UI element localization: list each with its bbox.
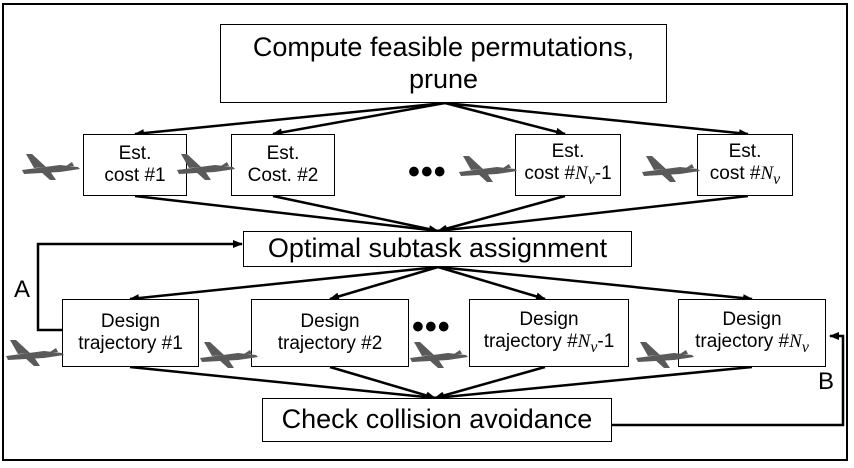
est-cost-3-line1: Est.: [551, 141, 585, 163]
ellipsis-design-row: •••: [412, 308, 451, 346]
aircraft-icon: [459, 156, 517, 182]
arrow-cost3-assign: [437, 194, 566, 233]
aircraft-icon: [6, 340, 64, 366]
arrow-design1-collision: [129, 365, 436, 402]
est-cost-4-line1: Est.: [728, 141, 762, 163]
loop-label-b: B: [818, 368, 835, 395]
arrow-cost1-assign: [134, 194, 439, 234]
compute-permutations-line2: prune: [408, 63, 479, 94]
design-1-line2: trajectory #1: [78, 333, 183, 354]
est-cost-1-line2: cost #1: [104, 165, 166, 186]
arrow-cost2-assign: [272, 194, 439, 234]
est-cost-box-1: Est. cost #1: [83, 134, 187, 196]
design-2-line2: trajectory #2: [277, 333, 383, 354]
arrow-design4-collision: [434, 365, 753, 402]
arrow-top-cost1: [134, 101, 446, 138]
est-cost-1-line1: Est.: [118, 143, 152, 165]
design-trajectory-box-nv: Design trajectory #Nv: [678, 299, 826, 367]
est-cost-box-nv-minus-1: Est. cost #Nv-1: [515, 134, 621, 196]
est-cost-2-line1: Est.: [266, 143, 300, 165]
aircraft-icon: [22, 154, 80, 180]
arrow-cost4-assign: [437, 194, 749, 234]
arrow-assign-design4: [437, 265, 753, 303]
arrow-assign-design2: [329, 265, 439, 301]
check-collision-box: Check collision avoidance: [262, 398, 612, 442]
est-cost-3-line2: cost #Nv-1: [524, 162, 612, 188]
est-cost-box-2: Est. Cost. #2: [231, 134, 335, 196]
arrow-top-cost4: [444, 101, 749, 138]
ellipsis-cost-row: •••: [408, 153, 447, 191]
arrow-assign-design1: [129, 265, 439, 303]
design-3-line1: Design: [519, 309, 579, 331]
design-trajectory-box-nv-minus-1: Design trajectory #Nv-1: [469, 299, 629, 367]
design-3-line2: trajectory #Nv-1: [483, 330, 615, 356]
design-trajectory-box-2: Design trajectory #2: [251, 299, 409, 367]
loop-b-arrow: [612, 332, 845, 427]
loop-a-arrow: [36, 240, 243, 332]
design-1-line1: Design: [100, 311, 161, 333]
design-4-line1: Design: [722, 309, 782, 331]
optimal-assignment-box: Optimal subtask assignment: [243, 231, 632, 267]
arrow-design2-collision: [329, 365, 436, 400]
aircraft-icon: [636, 342, 694, 368]
aircraft-icon: [177, 154, 235, 180]
design-4-line2: trajectory #Nv: [695, 330, 809, 356]
est-cost-2-line2: Cost. #2: [247, 165, 319, 186]
design-trajectory-box-1: Design trajectory #1: [62, 299, 199, 367]
arrow-design3-collision: [434, 365, 546, 400]
aircraft-icon: [410, 342, 468, 368]
compute-permutations-line1: Compute feasible permutations,: [252, 32, 635, 63]
est-cost-box-nv: Est. cost #Nv: [697, 134, 793, 196]
loop-label-a: A: [14, 276, 31, 303]
aircraft-icon: [642, 156, 700, 182]
aircraft-icon: [200, 342, 258, 368]
optimal-assignment-label: Optimal subtask assignment: [267, 233, 608, 264]
arrow-top-cost3: [444, 101, 566, 136]
est-cost-4-line2: cost #Nv: [709, 162, 781, 188]
diagram-frame: [2, 3, 848, 461]
design-2-line1: Design: [300, 311, 360, 333]
arrow-top-cost2: [272, 101, 446, 137]
arrow-assign-design3: [437, 265, 546, 301]
compute-permutations-box: Compute feasible permutations, prune: [220, 24, 667, 103]
check-collision-label: Check collision avoidance: [281, 404, 593, 435]
